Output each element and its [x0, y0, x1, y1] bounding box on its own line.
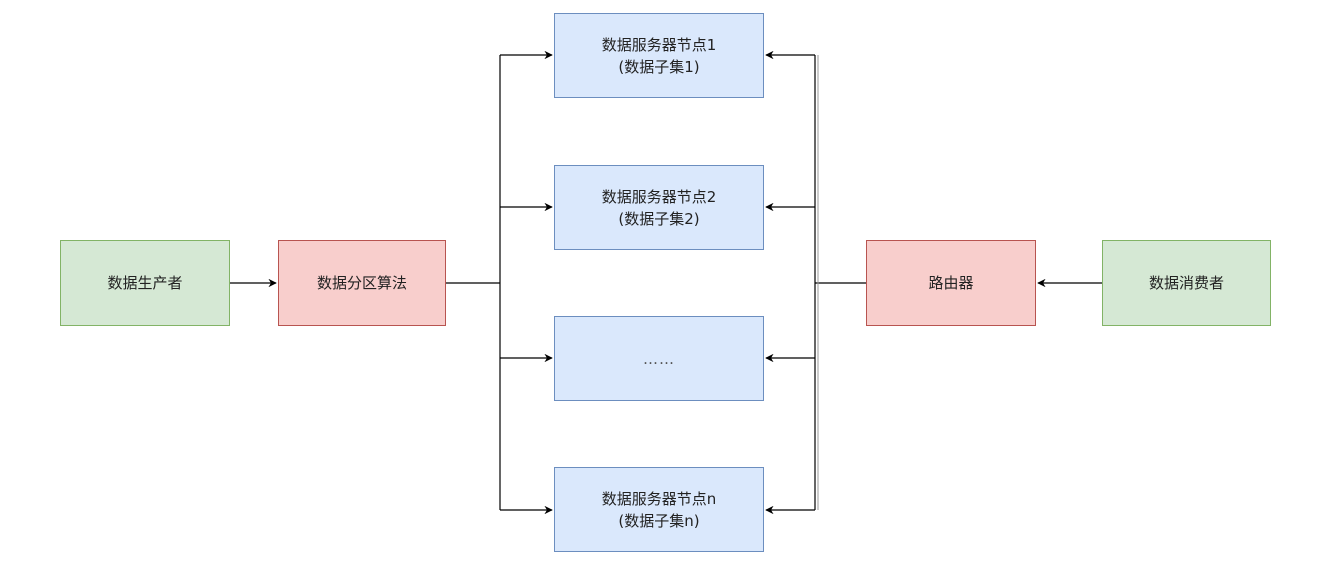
router-label: 路由器 — [928, 274, 974, 292]
server-node-1-subset: (数据子集1) — [618, 57, 700, 76]
consumer-label: 数据消费者 — [1148, 274, 1224, 292]
server-node-ellipsis: …… — [554, 316, 764, 401]
producer-label: 数据生产者 — [107, 274, 183, 292]
server-node-n-title: 数据服务器节点n — [601, 489, 717, 508]
partition-algorithm-node: 数据分区算法 — [278, 240, 446, 326]
partition-label: 数据分区算法 — [316, 274, 407, 292]
server-node-n-subset: (数据子集n) — [618, 511, 700, 530]
server-node-2-title: 数据服务器节点2 — [601, 187, 717, 206]
server-node-1: 数据服务器节点1 (数据子集1) — [554, 13, 764, 98]
server-node-1-title: 数据服务器节点1 — [601, 35, 717, 54]
ellipsis-label: …… — [643, 349, 675, 368]
consumer-node: 数据消费者 — [1102, 240, 1271, 326]
server-node-2: 数据服务器节点2 (数据子集2) — [554, 165, 764, 250]
producer-node: 数据生产者 — [60, 240, 230, 326]
server-node-n: 数据服务器节点n (数据子集n) — [554, 467, 764, 552]
router-node: 路由器 — [866, 240, 1036, 326]
server-node-2-subset: (数据子集2) — [618, 209, 700, 228]
